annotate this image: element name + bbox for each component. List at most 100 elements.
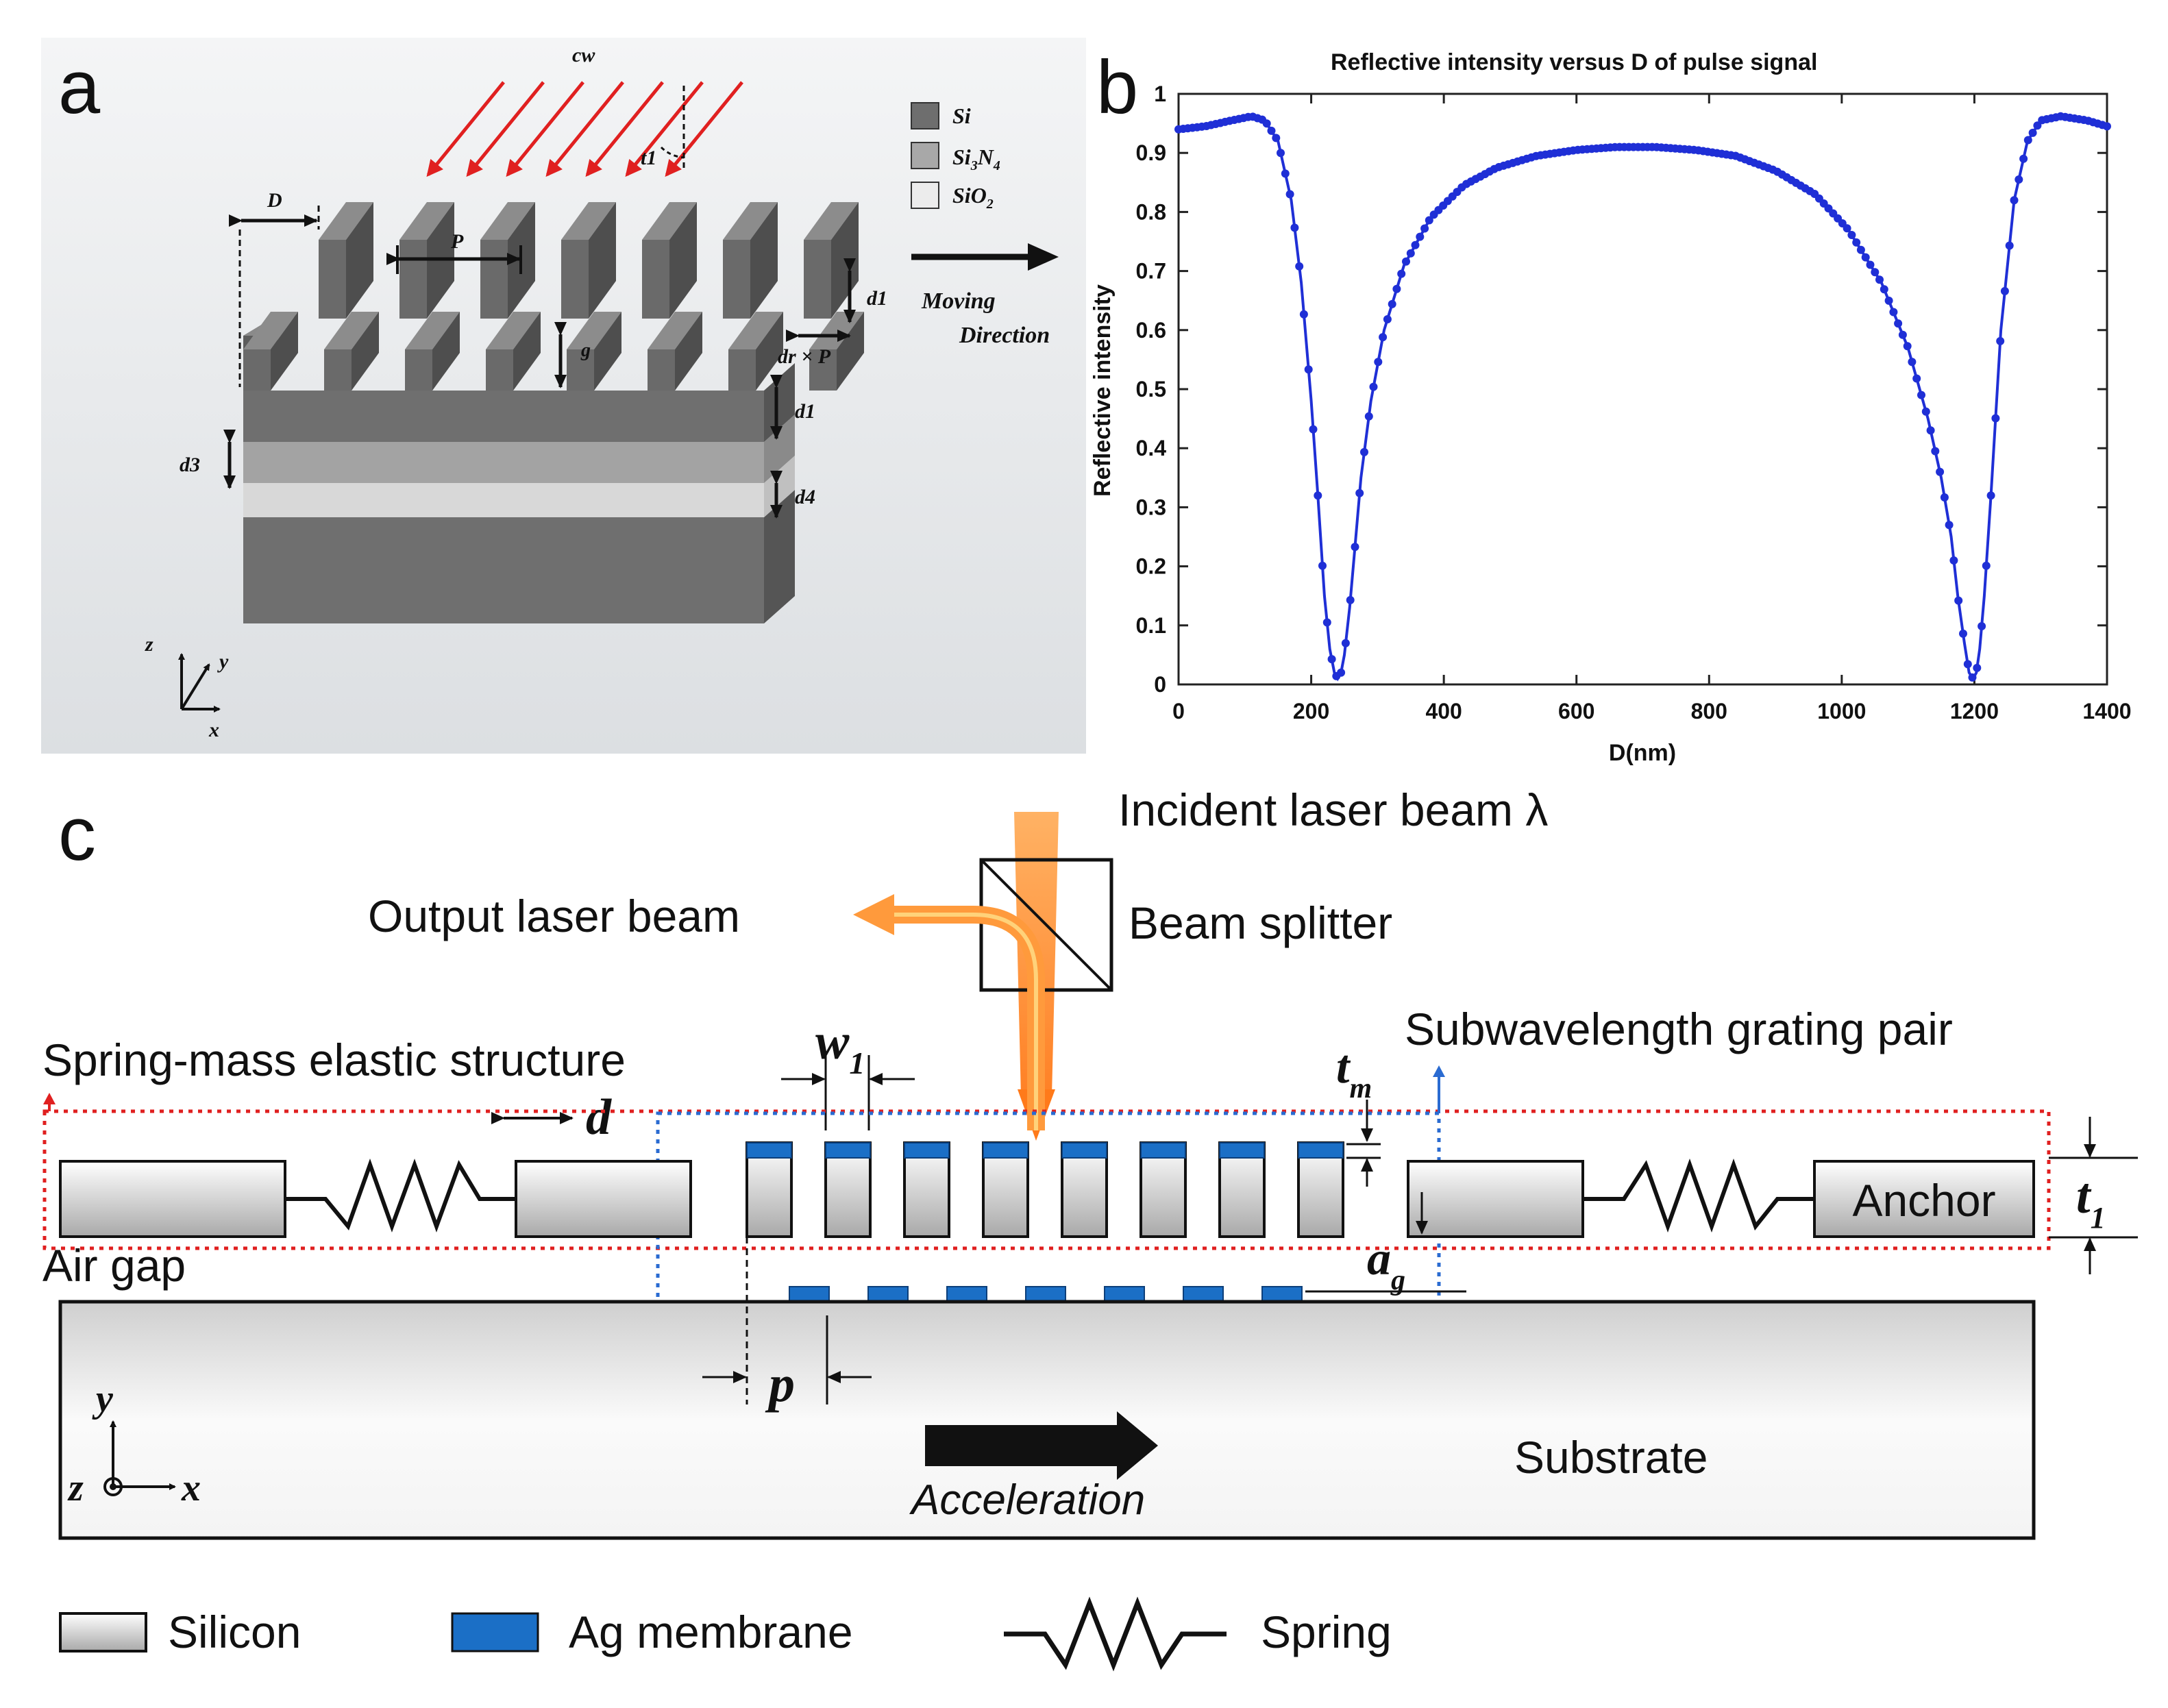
legend-ag-swatch xyxy=(451,1612,539,1653)
si3n4-side xyxy=(764,414,795,483)
x-tick-label-1200: 1200 xyxy=(1950,699,1999,723)
si-substrate-layer xyxy=(243,517,764,623)
data-point xyxy=(1921,407,1930,416)
ag-bottom-3 xyxy=(1025,1286,1066,1302)
data-point xyxy=(1963,660,1972,669)
y-tick-label-0.2: 0.2 xyxy=(1136,554,1166,579)
data-point xyxy=(2033,121,2042,130)
spring-right xyxy=(1583,1159,1814,1233)
data-point xyxy=(1945,521,1954,530)
lower-bar-1-front xyxy=(324,349,352,391)
data-point xyxy=(1856,245,1865,254)
incident-label: Incident laser beam λ xyxy=(1118,784,1548,835)
data-point xyxy=(1866,260,1875,269)
lower-bar-6-side xyxy=(756,312,783,391)
lower-bar-1-top xyxy=(324,312,379,349)
data-point xyxy=(1322,618,1331,627)
data-point xyxy=(1843,224,1851,233)
lower-bar-6-top xyxy=(728,312,783,349)
x-tick-label-1400: 1400 xyxy=(2082,699,2131,723)
upper-bar-4-front xyxy=(642,240,669,319)
legend-silicon-label: Silicon xyxy=(168,1607,301,1657)
data-point xyxy=(1285,190,1294,199)
lower-bar-1-side xyxy=(352,312,379,391)
ag-top-4 xyxy=(1061,1142,1107,1159)
legend-silicon-swatch xyxy=(59,1612,147,1653)
legend-spring-symbol xyxy=(1004,1596,1227,1672)
data-point xyxy=(1267,126,1276,135)
label-d4: d4 xyxy=(795,486,815,508)
data-point xyxy=(1917,391,1925,399)
legend-si-label: Si xyxy=(952,103,971,128)
air-gap-label: Air gap xyxy=(42,1240,186,1291)
data-point xyxy=(1327,655,1336,664)
label-cw: cw xyxy=(572,44,595,66)
t1-label: t1 xyxy=(2076,1168,2106,1235)
subwavelength-label: Subwavelength grating pair xyxy=(1405,1004,1953,1054)
axis-c-x-label: x xyxy=(181,1467,201,1509)
legend-ag-label: Ag membrane xyxy=(569,1607,853,1657)
data-point xyxy=(1894,319,1903,328)
series-line xyxy=(1178,114,2108,682)
label-P: P xyxy=(450,230,464,253)
data-point xyxy=(1290,223,1299,232)
panel-c-legend: Silicon Ag membrane Spring xyxy=(59,1596,1392,1672)
panel-c-axes: y z x xyxy=(67,1378,201,1509)
data-point xyxy=(1954,596,1963,605)
layer-stack xyxy=(243,363,795,623)
data-point xyxy=(1908,358,1917,367)
lower-bar-3-side xyxy=(513,312,541,391)
incident-cw-arrows xyxy=(426,81,743,177)
ag-bottom-4 xyxy=(1104,1286,1145,1302)
beam-splitter xyxy=(979,858,1113,992)
data-point xyxy=(1295,262,1304,271)
beam-splitter-diagonal xyxy=(980,858,1113,991)
data-point xyxy=(1299,310,1308,319)
data-point xyxy=(1406,249,1415,258)
data-point xyxy=(1420,224,1429,233)
upper-bar-1-top xyxy=(399,202,454,240)
ag-top-3 xyxy=(983,1142,1028,1159)
y-tick-label-0.3: 0.3 xyxy=(1136,495,1166,519)
cw-arrow-6 xyxy=(665,81,743,177)
acceleration-label: Acceleration xyxy=(909,1476,1145,1524)
label-moving: Moving xyxy=(921,288,996,314)
mass-left xyxy=(59,1160,286,1238)
legend-si3n4-label: Si3N4 xyxy=(952,145,1000,173)
data-point xyxy=(1374,358,1383,367)
si-device-layer xyxy=(243,391,764,442)
anchor-label: Anchor xyxy=(1852,1175,1995,1226)
data-point xyxy=(1355,488,1364,497)
data-point xyxy=(2000,286,2009,295)
x-tick-label-800: 800 xyxy=(1691,699,1727,723)
output-beam-head xyxy=(853,894,894,935)
data-point xyxy=(1903,342,1912,351)
cw-arrow-4 xyxy=(585,81,664,177)
axis-c-y-label: y xyxy=(92,1378,114,1420)
upper-bar-5-front xyxy=(723,240,750,319)
data-point xyxy=(1364,412,1373,421)
y-axis-label: Reflective intensity xyxy=(1089,284,1116,497)
ag-top-0 xyxy=(746,1142,792,1159)
y-tick-label-0.9: 0.9 xyxy=(1136,140,1166,165)
data-point xyxy=(1379,333,1388,342)
data-point xyxy=(1402,257,1410,266)
data-point xyxy=(1973,663,1982,672)
data-point xyxy=(1392,284,1401,293)
lower-bar-3-front xyxy=(486,349,513,391)
legend-sio2-swatch xyxy=(911,182,939,209)
data-point xyxy=(1337,668,1346,677)
lower-bar-4-front xyxy=(567,349,594,391)
upper-bar-4-top xyxy=(642,202,697,240)
moving-direction-arrowhead xyxy=(1028,243,1059,271)
lower-bar-4-side xyxy=(594,312,621,391)
data-point xyxy=(2010,196,2019,205)
spring-left xyxy=(285,1159,516,1233)
mass-center-left xyxy=(515,1160,692,1238)
axis-z-label: z xyxy=(145,633,153,656)
panel-a: a cw t1 D P xyxy=(41,38,1086,754)
data-point xyxy=(1262,119,1271,128)
data-point xyxy=(1369,382,1378,391)
data-point xyxy=(1884,296,1893,305)
